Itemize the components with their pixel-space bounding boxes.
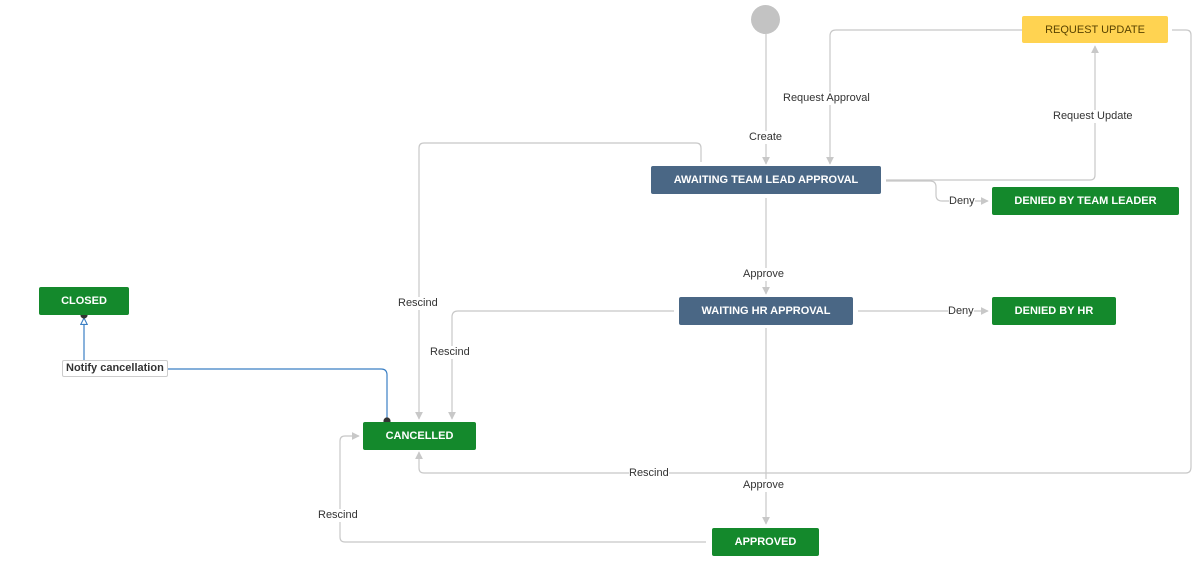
status-request-update[interactable]: REQUEST UPDATE	[1022, 16, 1168, 43]
transition-line-rescind-team-lead	[415, 142, 702, 420]
transition-label-rescind-approved[interactable]: Rescind	[318, 509, 358, 522]
transition-line-rescind-request-update	[415, 29, 1192, 474]
status-denied-by-hr[interactable]: DENIED BY HR	[992, 297, 1116, 325]
transition-label-notify-cancellation[interactable]: Notify cancellation	[62, 360, 168, 377]
status-approved[interactable]: APPROVED	[712, 528, 819, 556]
status-cancelled[interactable]: CANCELLED	[363, 422, 476, 450]
transition-label-rescind-request-update[interactable]: Rescind	[629, 467, 669, 480]
transition-label-deny-team-lead[interactable]: Deny	[949, 195, 975, 208]
status-closed[interactable]: CLOSED	[39, 287, 129, 315]
transition-label-deny-hr[interactable]: Deny	[948, 305, 974, 318]
transition-label-request-update[interactable]: Request Update	[1053, 110, 1133, 123]
status-denied-by-team-leader[interactable]: DENIED BY TEAM LEADER	[992, 187, 1179, 215]
transition-label-rescind-hr[interactable]: Rescind	[430, 346, 470, 359]
transition-line-request-approval	[826, 29, 1022, 165]
transition-label-create[interactable]: Create	[749, 131, 783, 144]
transition-label-approve-team-lead[interactable]: Approve	[743, 268, 784, 281]
transition-label-request-approval[interactable]: Request Approval	[783, 92, 870, 105]
start-node	[751, 5, 780, 34]
status-awaiting-team-lead-approval[interactable]: AWAITING TEAM LEAD APPROVAL	[651, 166, 881, 194]
transition-line-request-update	[886, 45, 1099, 181]
transition-line-deny-team-lead	[886, 180, 989, 205]
transition-line-rescind-hr	[448, 310, 674, 420]
transition-label-rescind-team-lead[interactable]: Rescind	[398, 297, 438, 310]
transition-label-approve-hr[interactable]: Approve	[743, 479, 784, 492]
status-waiting-hr-approval[interactable]: WAITING HR APPROVAL	[679, 297, 853, 325]
transition-line-rescind-approved	[339, 432, 706, 543]
transition-line-notify-cancellation	[84, 318, 388, 420]
